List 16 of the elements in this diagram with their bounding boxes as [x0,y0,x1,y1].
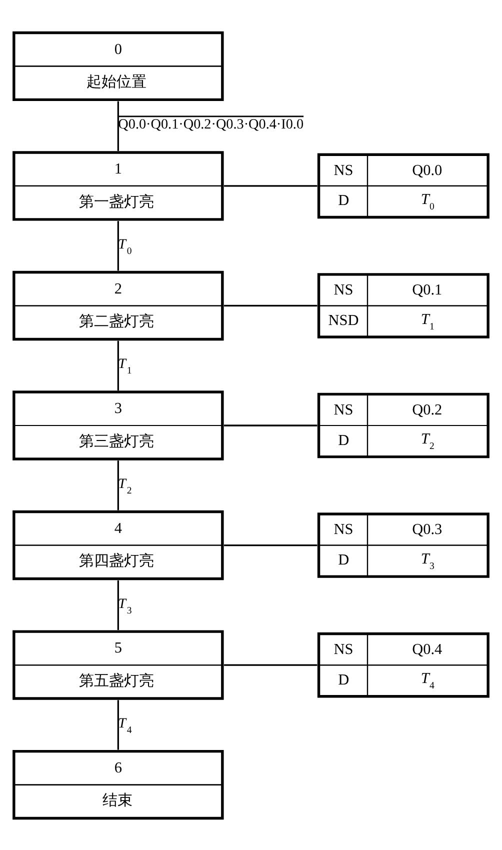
connector [117,340,119,390]
edge-label: T$_{2}$ [118,475,132,496]
connector [224,424,318,426]
connector [224,184,318,186]
edge-label: T$_{1}$ [118,356,132,376]
connector [117,700,119,750]
edge-label: T$_{4}$ [118,715,132,736]
connector [117,580,119,630]
connector [117,100,119,150]
connector [117,460,119,510]
connector [224,304,318,306]
edge-label: T$_{0}$ [118,236,132,256]
connector [117,220,119,270]
connector [224,544,318,546]
edge-label: T$_{3}$ [118,595,132,616]
connector [224,664,318,666]
